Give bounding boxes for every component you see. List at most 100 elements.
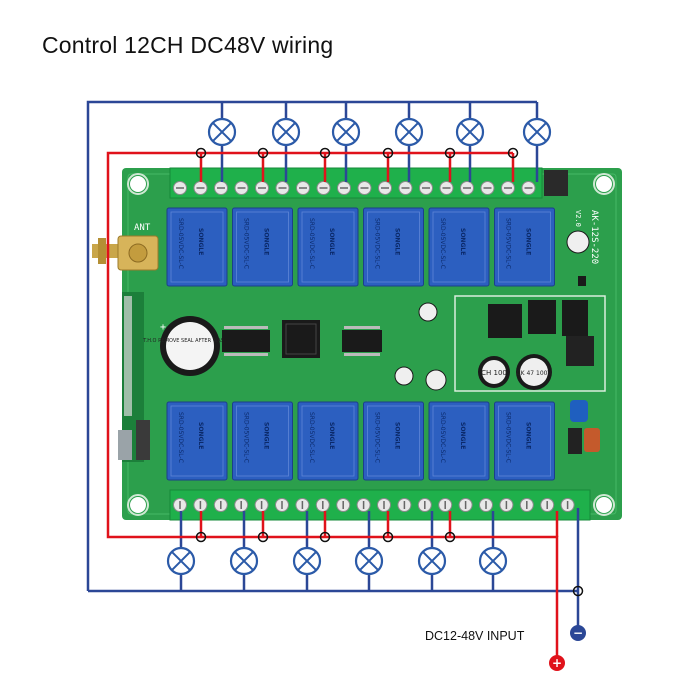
junction-dot	[319, 147, 331, 159]
buzzer-label: T.H.O REMOVE SEAL AFTER WASHING	[142, 338, 237, 344]
relay-brand: SONGLE	[328, 422, 335, 449]
terminal-screw	[214, 181, 228, 195]
terminal-screw	[397, 498, 412, 512]
relay: SRD-05VDC-SL-C SONGLE	[297, 401, 359, 481]
relay-brand: SONGLE	[197, 228, 204, 255]
lamp-icon	[394, 117, 424, 147]
lamp-icon	[331, 117, 361, 147]
lamp-icon	[271, 117, 301, 147]
positive-terminal: +	[549, 655, 565, 671]
relay-label: SRD-05VDC-SL-C	[439, 412, 446, 463]
junction-dot	[195, 147, 207, 159]
lamp-icon	[354, 546, 384, 576]
relay: SRD-05VDC-SL-C SONGLE	[363, 401, 424, 481]
terminal-screw	[295, 498, 310, 512]
lamp-icon	[207, 117, 237, 147]
relay-label: SRD-05VDC-SL-C	[505, 218, 512, 269]
junction-dot	[195, 531, 207, 543]
relay: SRD-05VDC-SL-C SONGLE	[166, 207, 228, 287]
input-label: DC12-48V INPUT	[425, 629, 525, 643]
terminal-screw	[193, 498, 208, 512]
terminal-screw	[458, 498, 473, 512]
relay: SRD-05VDC-SL-C SONGLE	[232, 207, 293, 287]
terminal-screw	[356, 498, 371, 512]
terminal-screw	[417, 498, 432, 512]
terminal-screw	[337, 181, 351, 195]
wiring	[86, 100, 584, 656]
version-label: V2.0	[574, 210, 582, 227]
junction-dot	[507, 147, 519, 159]
power-section	[394, 230, 606, 454]
terminal-screw	[519, 498, 534, 512]
terminal-screw	[501, 181, 515, 195]
relay-brand: SONGLE	[263, 228, 270, 255]
relay-label: SRD-05VDC-SL-C	[177, 218, 184, 269]
terminal-screw	[499, 498, 514, 512]
buzzer	[160, 316, 220, 376]
relay-brand: SONGLE	[263, 422, 270, 449]
terminal-screw	[173, 498, 187, 512]
relay-brand: SONGLE	[459, 422, 466, 449]
bottom-terminal-screws	[173, 498, 575, 512]
lamp-icon	[522, 117, 552, 147]
relay-label: SRD-05VDC-SL-C	[374, 412, 381, 463]
relay-brand: SONGLE	[525, 228, 532, 255]
antenna-connector	[92, 235, 159, 271]
relay-label: SRD-05VDC-SL-C	[243, 218, 250, 269]
antenna-label: ANT	[134, 223, 151, 233]
lamp-icon	[417, 546, 447, 576]
terminal-screw	[213, 498, 228, 512]
relay-board: SRD-05VDC-SL-C SONGLE SRD-05VDC-SL-C SONGLE…	[92, 167, 622, 521]
relay-label: SRD-05VDC-SL-C	[439, 218, 446, 269]
capacitor-left-label: CH 100	[481, 369, 507, 377]
terminal-screw	[173, 181, 187, 195]
positive-wire	[106, 151, 559, 656]
terminal-screw	[315, 498, 330, 512]
junction-dot	[444, 531, 456, 543]
top-terminal-block	[169, 167, 543, 199]
junction-dot	[572, 585, 584, 597]
relay-label: SRD-05VDC-SL-C	[308, 218, 315, 269]
terminal-screw	[438, 498, 453, 512]
terminal-screw	[460, 181, 474, 195]
terminal-screw	[275, 181, 290, 195]
relays-top-row: SRD-05VDC-SL-C SONGLE SRD-05VDC-SL-C SONGLE…	[166, 207, 555, 287]
ic-chips	[222, 320, 382, 358]
terminal-screw	[480, 181, 495, 195]
terminal-screw	[560, 498, 575, 512]
relay-label: SRD-05VDC-SL-C	[374, 218, 381, 269]
terminal-screw	[540, 498, 555, 512]
terminal-screw	[336, 498, 351, 512]
top-terminal-screws	[173, 181, 536, 195]
relay-label: SRD-05VDC-SL-C	[308, 412, 315, 463]
relay-label: SRD-05VDC-SL-C	[177, 412, 184, 463]
relay: SRD-05VDC-SL-C SONGLE	[494, 207, 555, 287]
junction-dot	[444, 147, 456, 159]
mounting-holes	[127, 173, 615, 516]
lamp-icon	[166, 546, 196, 576]
terminal-screw	[378, 181, 392, 195]
relay-brand: SONGLE	[394, 422, 401, 449]
side-connector	[544, 170, 568, 196]
terminal-screw	[193, 181, 208, 195]
relay-brand: SONGLE	[525, 422, 532, 449]
terminal-screw	[234, 181, 249, 195]
relay: SRD-05VDC-SL-C SONGLE	[428, 401, 490, 481]
terminal-screw	[357, 181, 372, 195]
rf-module	[118, 292, 150, 462]
terminal-screw	[255, 181, 269, 195]
terminal-screw	[254, 498, 269, 512]
terminal-screw	[398, 181, 413, 195]
junction-dot	[257, 531, 269, 543]
terminal-screw	[479, 498, 493, 512]
terminal-screw	[419, 181, 433, 195]
terminal-screw	[521, 181, 536, 195]
negative-terminal: −	[570, 625, 586, 641]
terminal-screw	[275, 498, 289, 512]
